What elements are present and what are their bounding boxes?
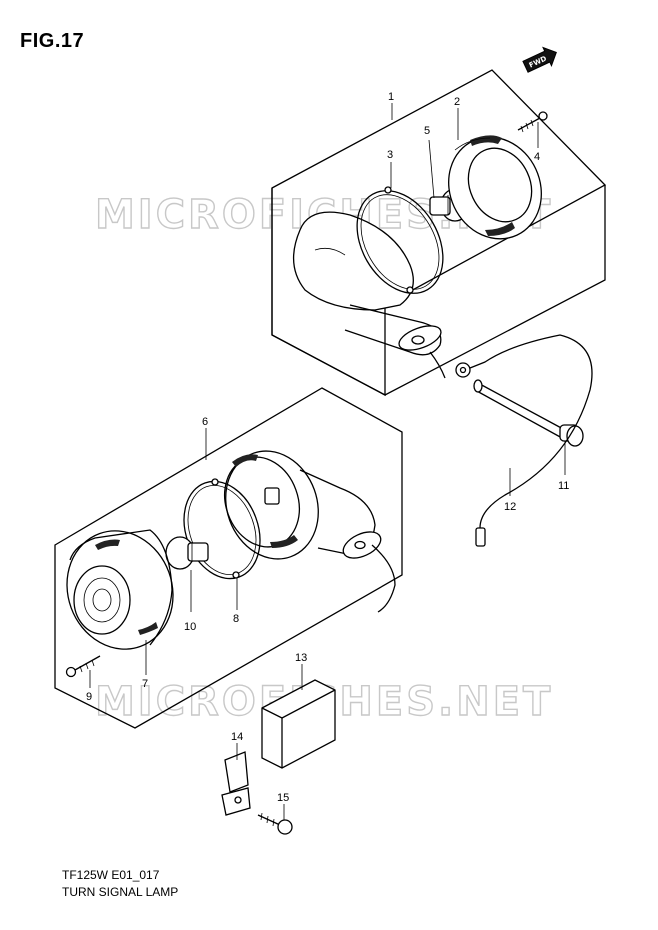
callout-13: 13 [295, 652, 307, 664]
callout-4: 4 [534, 151, 540, 163]
callout-15: 15 [277, 792, 289, 804]
screw-upper [517, 111, 548, 133]
callout-2: 2 [454, 96, 460, 108]
bulb-lower [165, 536, 209, 570]
part-group-name: TURN SIGNAL LAMP [62, 885, 179, 899]
model-code: TF125W E01_017 [62, 868, 160, 882]
callouts: 1 2 3 4 5 6 7 8 9 10 11 12 13 [86, 91, 569, 820]
callout-3: 3 [387, 149, 393, 161]
rear-lamp-housing [224, 450, 396, 613]
callout-1: 1 [388, 91, 394, 103]
callout-8: 8 [233, 613, 239, 625]
callout-5: 5 [424, 125, 430, 137]
flasher-relay [261, 679, 336, 769]
callout-14: 14 [231, 731, 243, 743]
front-lamp-housing [292, 211, 442, 356]
lens-cover-lower [66, 529, 174, 650]
mounting-bolt [473, 379, 584, 447]
lens-cover-upper [448, 135, 542, 240]
callout-11: 11 [558, 480, 569, 492]
callout-7: 7 [142, 678, 148, 690]
forward-direction-badge: FWD [522, 46, 557, 73]
upper-assembly-frame [271, 185, 606, 396]
wire-harness [429, 334, 593, 547]
lower-assembly-outline [54, 387, 403, 729]
callout-9: 9 [86, 691, 92, 703]
callout-6: 6 [202, 416, 208, 428]
screw-lower [65, 655, 101, 678]
bracket-screw [257, 812, 293, 835]
gasket-ring [356, 186, 444, 294]
figure-title: FIG.17 [20, 30, 85, 52]
relay-bracket [221, 751, 251, 816]
callout-12: 12 [504, 501, 516, 513]
callout-10: 10 [184, 621, 196, 633]
